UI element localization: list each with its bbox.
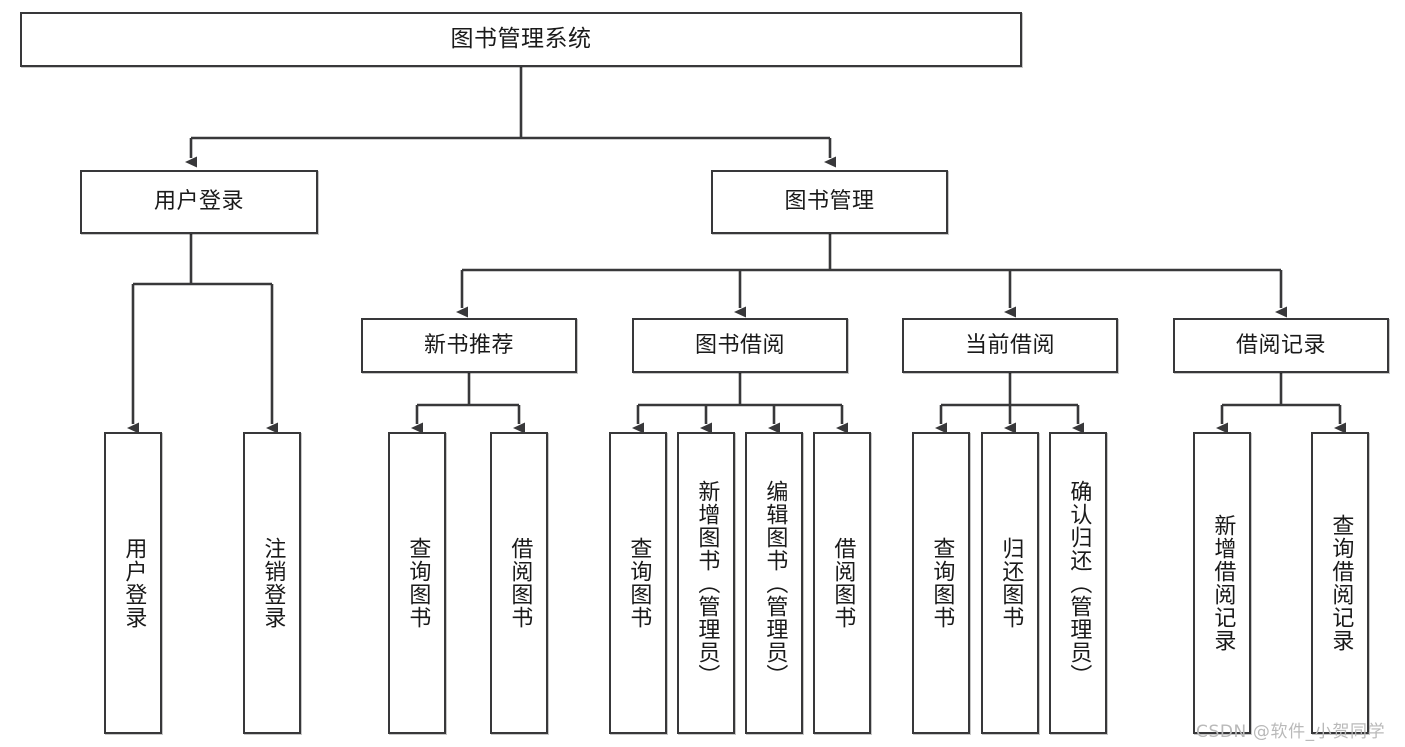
node-book-management-system[interactable]: 图书管理系统	[20, 12, 1022, 67]
node-leaf-return-book[interactable]: 归还图书	[981, 432, 1039, 734]
node-label: 查询图书	[929, 537, 955, 629]
node-leaf-query-book-borrow[interactable]: 查询图书	[609, 432, 667, 734]
node-leaf-user-login[interactable]: 用户登录	[104, 432, 162, 734]
node-user-login[interactable]: 用户登录	[80, 170, 318, 234]
node-label: 确认归还（管理员）	[1066, 479, 1092, 687]
node-leaf-logout-login[interactable]: 注销登录	[243, 432, 301, 734]
node-leaf-query-book-current[interactable]: 查询图书	[912, 432, 970, 734]
node-label: 编辑图书（管理员）	[762, 479, 788, 687]
node-leaf-query-book-recommend[interactable]: 查询图书	[388, 432, 446, 734]
node-current-borrow[interactable]: 当前借阅	[902, 318, 1118, 373]
node-label: 用户登录	[121, 537, 147, 629]
node-label: 图书管理	[784, 189, 875, 215]
node-label: 注销登录	[260, 537, 286, 629]
node-label: 新增借阅记录	[1210, 514, 1236, 652]
node-leaf-borrow-book-recommend[interactable]: 借阅图书	[490, 432, 548, 734]
node-label: 查询图书	[405, 537, 431, 629]
node-label: 当前借阅	[964, 332, 1055, 358]
node-leaf-add-book[interactable]: 新增图书（管理员）	[677, 432, 735, 734]
node-leaf-query-borrow-record[interactable]: 查询借阅记录	[1311, 432, 1369, 734]
node-new-book-recommend[interactable]: 新书推荐	[361, 318, 577, 373]
node-label: 归还图书	[998, 537, 1024, 629]
node-borrow-record[interactable]: 借阅记录	[1173, 318, 1389, 373]
node-label: 借阅图书	[507, 537, 533, 629]
node-label: 图书管理系统	[450, 25, 592, 52]
node-label: 新书推荐	[423, 332, 514, 358]
node-label: 查询图书	[626, 537, 652, 629]
node-book-borrow[interactable]: 图书借阅	[632, 318, 848, 373]
node-leaf-edit-book[interactable]: 编辑图书（管理员）	[745, 432, 803, 734]
node-label: 查询借阅记录	[1328, 514, 1354, 652]
node-label: 用户登录	[153, 189, 244, 215]
node-label: 借阅图书	[830, 537, 856, 629]
node-leaf-add-borrow-record[interactable]: 新增借阅记录	[1193, 432, 1251, 734]
node-leaf-confirm-return[interactable]: 确认归还（管理员）	[1049, 432, 1107, 734]
node-book-management[interactable]: 图书管理	[711, 170, 948, 234]
node-label: 新增图书（管理员）	[694, 479, 720, 687]
node-label: 借阅记录	[1235, 332, 1326, 358]
node-label: 图书借阅	[694, 332, 785, 358]
node-leaf-borrow-book[interactable]: 借阅图书	[813, 432, 871, 734]
csdn-watermark: CSDN @软件_小贺同学	[1196, 722, 1386, 742]
